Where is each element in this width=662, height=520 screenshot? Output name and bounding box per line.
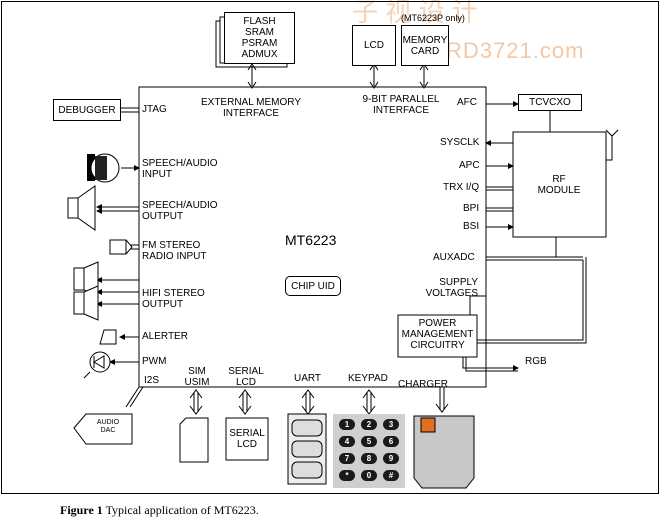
memory-line-psram: PSRAM [241, 38, 278, 49]
jtag-label: JTAG [142, 104, 167, 115]
lcd-label: LCD [363, 40, 384, 51]
keypad-key: 5 [361, 436, 377, 447]
memory-line-sram: SRAM [245, 27, 274, 38]
uart-label: UART [294, 373, 322, 384]
keypad-key: * [339, 470, 355, 481]
sim-card-icon [179, 417, 209, 463]
keypad-key: 2 [361, 419, 377, 430]
lcd-block: LCD [352, 25, 396, 66]
alerter-icon [99, 329, 117, 345]
auxadc-label: AUXADC [433, 252, 475, 263]
keypad-key: 8 [361, 453, 377, 464]
keypad-key: 0 [361, 470, 377, 481]
rgb-label: RGB [525, 356, 547, 367]
memory-line-admux: ADMUX [241, 49, 278, 60]
charger-icon [413, 415, 475, 489]
debugger-block: DEBUGGER [53, 99, 121, 121]
trx-iq-label: TRX I/Q [443, 182, 480, 193]
led-icon [83, 351, 111, 379]
sysclk-label: SYSCLK [440, 137, 480, 148]
i2s-label: I2S [144, 375, 160, 386]
chip-uid-block: CHIP UID [285, 276, 341, 296]
memory-card-line2: CARD [410, 45, 440, 57]
serial-lcd-box [225, 417, 269, 461]
stereo-speakers-icon [73, 261, 99, 321]
microphone-icon [87, 153, 120, 183]
keypad-key: # [383, 470, 399, 481]
memory-card-note: (MT6223P only) [401, 13, 465, 23]
tcvcxo-block: TCVCXO [518, 94, 582, 111]
keypad-key: 9 [383, 453, 399, 464]
fm-connector-icon [109, 239, 133, 255]
memory-card-line1: MEMORY [402, 34, 448, 46]
caption-label: Figure 1 [60, 503, 103, 517]
debugger-label: DEBUGGER [58, 104, 116, 116]
charger-label: CHARGER [398, 379, 449, 390]
keypad-key: 6 [383, 436, 399, 447]
keypad-key: 4 [339, 436, 355, 447]
memory-line-flash: FLASH [243, 16, 276, 27]
figure-frame [1, 1, 659, 494]
chip-name: MT6223 [285, 232, 337, 248]
keypad-key: 3 [383, 419, 399, 430]
bpi-label: BPI [463, 203, 480, 214]
memory-block: FLASH SRAM PSRAM ADMUX [224, 12, 295, 64]
audio-dac-shape [73, 413, 133, 445]
bsi-label: BSI [463, 221, 480, 232]
memory-card-block: MEMORY CARD [401, 25, 449, 66]
uart-connector-icon [287, 413, 327, 485]
keypad-label: KEYPAD [348, 373, 388, 384]
alerter-label: ALERTER [142, 331, 188, 342]
watermark-site: RD3721.com [446, 38, 585, 63]
figure-caption: Figure 1 Typical application of MT6223. [60, 503, 259, 518]
apc-label: APC [459, 160, 480, 171]
keypad-key: 7 [339, 453, 355, 464]
watermark-top-text: 子 视 设 计 [352, 0, 478, 27]
pwm-label: PWM [142, 356, 167, 367]
tcvcxo-label: TCVCXO [529, 97, 571, 108]
keypad-key: 1 [339, 419, 355, 430]
afc-label: AFC [457, 97, 477, 108]
speaker-icon [67, 185, 96, 231]
chip-uid-label: CHIP UID [291, 280, 335, 292]
caption-text: Typical application of MT6223. [102, 503, 259, 517]
